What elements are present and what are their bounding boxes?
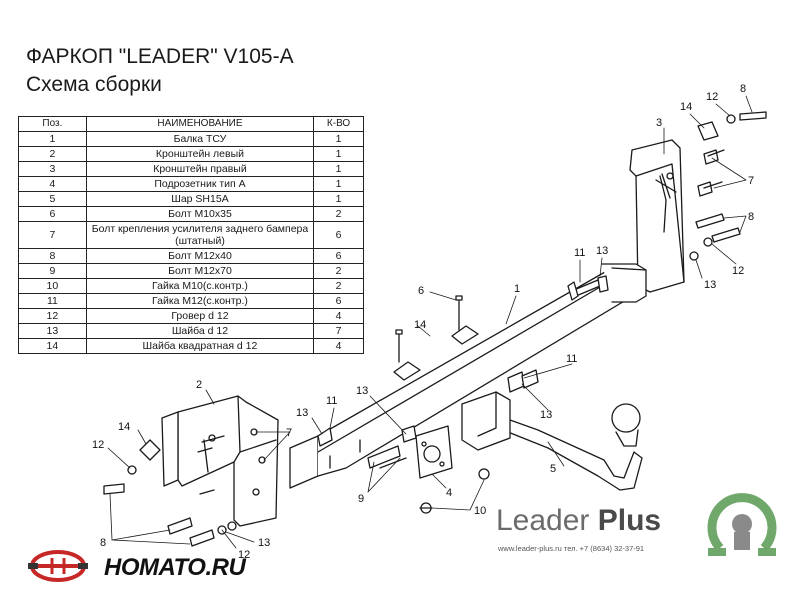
callout-11: 11 [574, 247, 585, 259]
homato-brand-name: HOMATO.RU [104, 554, 246, 581]
beam-part [289, 263, 647, 489]
callout-leaders [107, 95, 753, 549]
callout-2: 2 [196, 379, 202, 391]
callout-12: 12 [238, 549, 250, 561]
beam-fasteners [317, 275, 609, 514]
callout-14: 14 [118, 421, 130, 433]
callout-8: 8 [740, 83, 746, 95]
leader-plus-brand-name: Leader Plus [496, 504, 661, 538]
left-bracket-part [161, 395, 279, 527]
page-title: ФАРКОП "LEADER" V105-A [26, 45, 294, 68]
leader-plus-name-part2: Plus [597, 504, 662, 537]
table-cell-name: Гайка М10(с.контр.) [85, 278, 315, 294]
leader-plus-name-part1: Leader [496, 504, 598, 537]
callout-11: 11 [566, 353, 577, 365]
center-plate-part [461, 391, 511, 451]
callout-7: 7 [748, 175, 754, 187]
callout-3: 3 [656, 117, 662, 129]
callout-5: 5 [550, 463, 556, 475]
right-fasteners [689, 111, 767, 261]
ball-mount-part [507, 403, 643, 491]
upper-bolt-group [393, 295, 479, 381]
callout-13: 13 [296, 407, 308, 419]
callout-11: 11 [326, 395, 337, 407]
table-cell-qty: 4 [313, 338, 364, 354]
page-subtitle: Схема сборки [26, 73, 162, 96]
table-header-row: Поз. НАИМЕНОВАНИЕ К-ВО [18, 116, 364, 132]
right-bracket-part [629, 139, 685, 293]
callout-9: 9 [358, 493, 364, 505]
callout-13: 13 [540, 409, 552, 421]
callout-12: 12 [732, 265, 744, 277]
table-cell-name: Шайба d 12 [85, 323, 315, 339]
callout-13: 13 [356, 385, 368, 397]
callout-13: 13 [258, 537, 270, 549]
callout-8: 8 [100, 537, 106, 549]
socket-plate-part [415, 425, 453, 479]
table-cell-name: Шайба квадратная d 12 [85, 338, 315, 354]
callout-10: 10 [474, 505, 486, 517]
callout-7: 7 [286, 427, 292, 439]
callout-4: 4 [446, 487, 452, 499]
callout-6: 6 [418, 285, 424, 297]
callout-12: 12 [92, 439, 104, 451]
table-cell-name: Подрозетник тип А [85, 176, 315, 192]
left-fasteners [103, 435, 237, 547]
callout-8: 8 [748, 211, 754, 223]
callout-14: 14 [680, 101, 692, 113]
callout-1: 1 [514, 283, 520, 295]
homato-logo-icon [28, 550, 88, 582]
leader-plus-brand: Leader Plus www.leader-plus.ru тел. +7 (… [496, 504, 786, 564]
leader-plus-logo-icon [707, 493, 777, 556]
table-cell-name: Болт М10х35 [85, 206, 315, 222]
callout-13: 13 [596, 245, 608, 257]
callout-13: 13 [704, 279, 716, 291]
callout-14: 14 [414, 319, 426, 331]
callout-12: 12 [706, 91, 718, 103]
table-cell-name: Болт крепления усилителя заднего бампера… [85, 221, 315, 249]
table-cell-qty: 6 [313, 221, 364, 249]
leader-plus-contact: www.leader-plus.ru тел. +7 (8634) 32-37-… [498, 544, 645, 553]
